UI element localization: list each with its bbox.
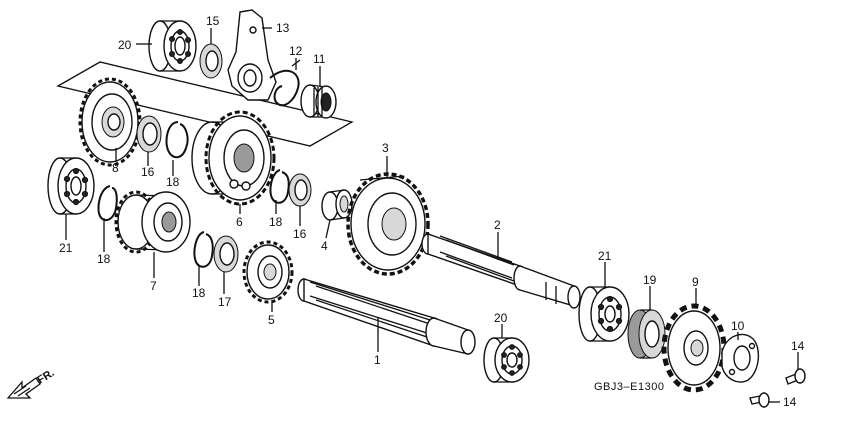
drive-sprocket-9 [661,303,727,393]
part-label-20-bottom: 20 [494,311,508,325]
circlip-18-left [97,185,118,222]
part-label-10: 10 [731,319,745,333]
part-label-12: 12 [289,44,303,58]
gear-3 [346,172,430,276]
washer-15 [199,43,223,79]
part-label-14-lower: 14 [783,395,797,409]
splined-washer-16-upper [136,115,162,153]
part-label-17: 17 [218,295,232,309]
leader-lines [65,27,799,403]
bushing-4 [321,189,353,221]
part-label-16-upper: 16 [141,165,155,179]
part-label-18-right: 18 [269,215,283,229]
front-direction-indicator: FR. [6,367,57,399]
part-labels: 20 15 13 12 11 8 16 18 6 21 18 7 18 17 5… [59,14,805,409]
gear-6 [191,110,276,206]
part-label-5: 5 [268,313,275,327]
gear-8 [78,77,142,167]
part-label-4: 4 [321,239,328,253]
part-label-18-upper: 18 [166,175,180,189]
part-label-2: 2 [494,218,501,232]
splined-washer-16-right [288,173,312,207]
part-label-16-right: 16 [293,227,307,241]
countershaft-2 [421,233,581,309]
part-label-8: 8 [112,161,119,175]
front-arrow-icon [6,377,41,399]
bearing-20-bottom [483,337,530,383]
bolt-14-upper [785,368,806,385]
bearing-20-top [148,20,197,72]
bearing-21-right [578,286,630,342]
part-label-13: 13 [276,21,290,35]
circlip-18-middle [193,231,214,268]
bolt-14-lower [749,392,770,408]
part-label-19: 19 [643,273,657,287]
part-label-3: 3 [382,141,389,155]
splined-washer-17 [213,235,239,273]
part-label-7: 7 [150,279,157,293]
part-label-1: 1 [374,353,381,367]
part-label-21-right: 21 [598,249,612,263]
collar-11 [300,84,337,119]
oil-seal-19 [627,309,666,359]
stopper-plate-13 [227,9,277,101]
part-label-15: 15 [206,14,220,28]
diagram-code: GBJ3–E1300 [594,381,664,393]
circlip-18-right [269,169,290,204]
part-label-20-top: 20 [118,38,132,52]
part-label-18-left: 18 [97,252,111,266]
gear-5 [242,240,294,304]
part-label-18-middle: 18 [192,286,206,300]
part-label-21-left: 21 [59,241,73,255]
fixing-plate-10 [721,333,759,383]
bearing-21-left [47,157,95,215]
part-label-6: 6 [236,215,243,229]
part-label-14-upper: 14 [791,339,805,353]
part-label-11: 11 [313,52,326,66]
part-label-9: 9 [692,275,699,289]
gear-7 [114,190,191,254]
circlip-18-upper [165,121,189,159]
mainshaft-1 [297,278,476,355]
